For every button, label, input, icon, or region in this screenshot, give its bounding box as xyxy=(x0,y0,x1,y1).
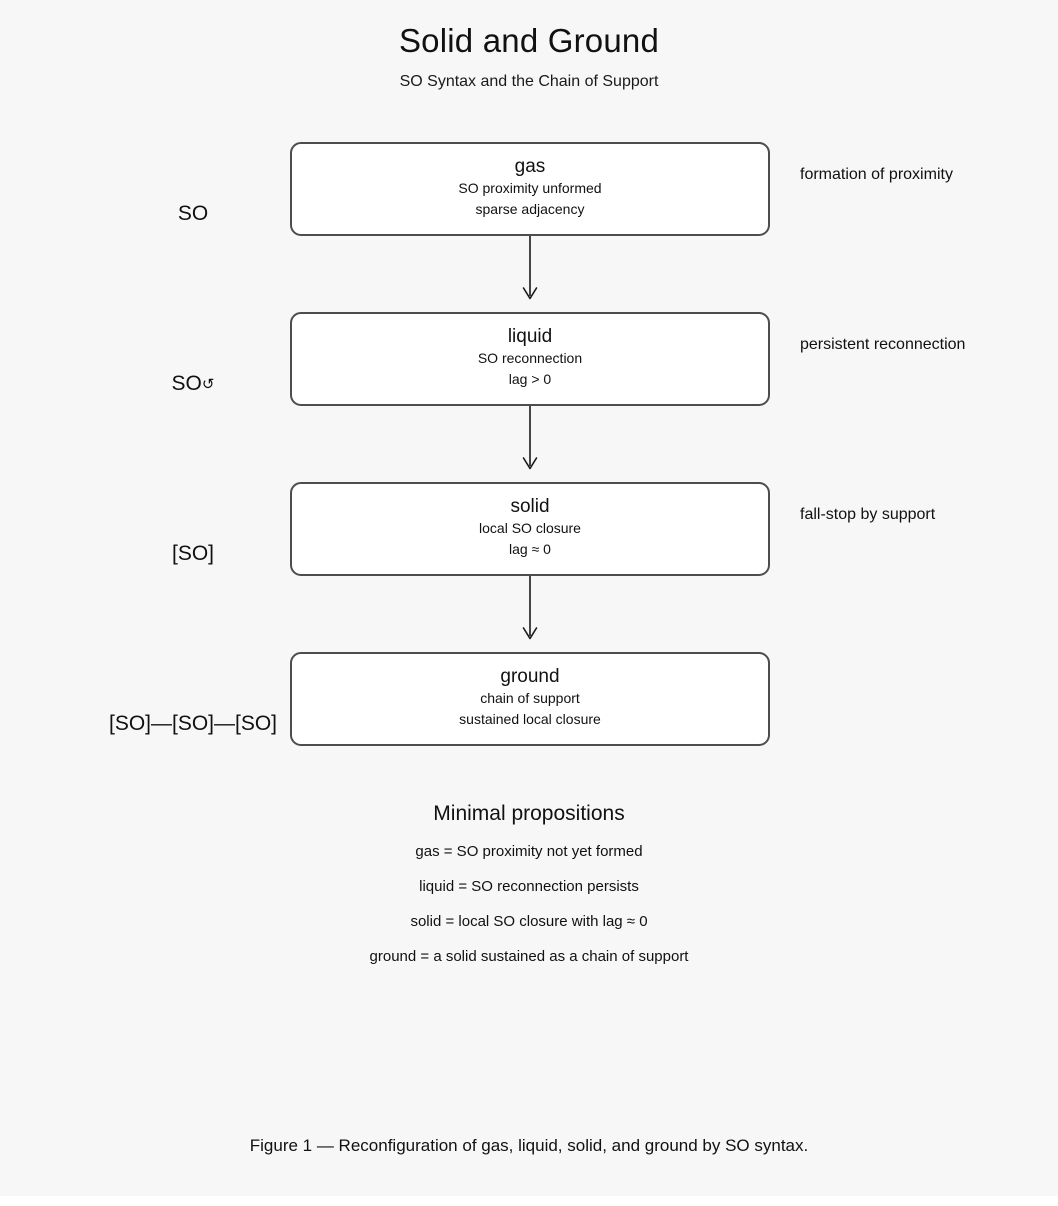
proposition-item: ground = a solid sustained as a chain of… xyxy=(369,948,689,965)
proposition-item: gas = SO proximity not yet formed xyxy=(415,843,643,860)
flow-row-solid: [SO] solid local SO closure lag ≈ 0 fall… xyxy=(0,482,1058,576)
row-left-label-gas: SO xyxy=(0,202,386,226)
flow-row-liquid: SO↺ liquid SO reconnection lag > 0 persi… xyxy=(0,312,1058,406)
stage-line-2: sustained local closure xyxy=(459,711,601,727)
stage-line-1: SO proximity unformed xyxy=(458,180,602,196)
stage-name-ground: ground xyxy=(500,666,560,687)
connector-liquid-to-solid xyxy=(505,406,555,482)
stage-box-ground[interactable]: ground chain of support sustained local … xyxy=(290,652,770,746)
flow-row-ground: [SO]—[SO]—[SO] ground chain of support s… xyxy=(0,652,1058,746)
proposition-item: solid = local SO closure with lag ≈ 0 xyxy=(410,913,648,930)
row-left-label-liquid: SO↺ xyxy=(0,372,386,396)
stage-line-1: local SO closure xyxy=(479,520,581,536)
stage-box-liquid[interactable]: liquid SO reconnection lag > 0 xyxy=(290,312,770,406)
connector-solid-to-ground xyxy=(505,576,555,652)
row-left-label-solid: [SO] xyxy=(0,542,386,566)
down-arrow-icon xyxy=(522,576,538,640)
stage-name-solid: solid xyxy=(510,496,550,517)
stage-box-content: ground chain of support sustained local … xyxy=(292,665,768,730)
left-label-text: [SO] xyxy=(171,542,214,565)
stage-name-liquid: liquid xyxy=(507,326,553,347)
stage-line-1: chain of support xyxy=(480,690,580,706)
left-label-text: SO xyxy=(177,202,209,225)
propositions-heading: Minimal propositions xyxy=(433,802,625,825)
figure-title: Solid and Ground xyxy=(398,22,660,59)
figure-subtitle: SO Syntax and the Chain of Support xyxy=(399,73,659,90)
connector-gas-to-liquid xyxy=(505,236,555,312)
left-label-text: SO xyxy=(171,372,202,395)
stage-box-content: solid local SO closure lag ≈ 0 xyxy=(292,495,768,560)
row-left-label-ground: [SO]—[SO]—[SO] xyxy=(0,712,386,736)
stage-box-content: liquid SO reconnection lag > 0 xyxy=(292,325,768,390)
down-arrow-icon xyxy=(522,406,538,470)
down-arrow-icon xyxy=(522,236,538,300)
stage-line-2: lag > 0 xyxy=(508,371,552,387)
row-right-label-gas: formation of proximity xyxy=(800,166,953,183)
row-right-label-liquid: persistent reconnection xyxy=(800,336,966,353)
stage-line-2: sparse adjacency xyxy=(475,201,585,217)
stage-box-solid[interactable]: solid local SO closure lag ≈ 0 xyxy=(290,482,770,576)
stage-box-content: gas SO proximity unformed sparse adjacen… xyxy=(292,155,768,220)
row-right-label-solid: fall-stop by support xyxy=(800,506,936,523)
figure-caption: Figure 1 — Reconfiguration of gas, liqui… xyxy=(249,1136,809,1155)
stage-box-gas[interactable]: gas SO proximity unformed sparse adjacen… xyxy=(290,142,770,236)
flow-row-gas: SO gas SO proximity unformed sparse adja… xyxy=(0,142,1058,236)
loop-arrow-icon: ↺ xyxy=(201,376,215,393)
stage-name-gas: gas xyxy=(514,156,546,177)
stage-line-1: SO reconnection xyxy=(477,350,583,366)
left-label-text: [SO]—[SO]—[SO] xyxy=(108,712,278,735)
proposition-item: liquid = SO reconnection persists xyxy=(419,878,639,895)
stage-line-2: lag ≈ 0 xyxy=(509,541,551,557)
